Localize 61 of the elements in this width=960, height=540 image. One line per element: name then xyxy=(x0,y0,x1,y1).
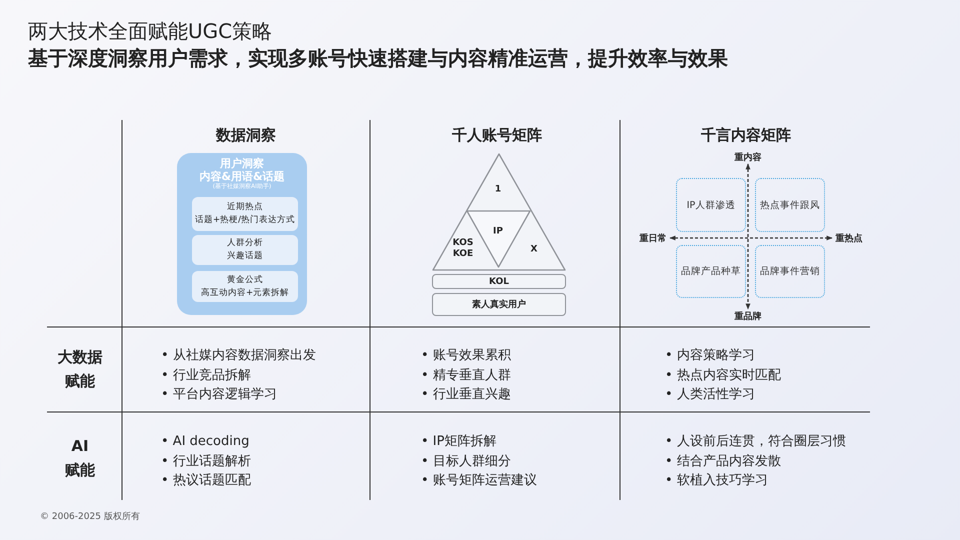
copyright-note: © 2006-2025 版权所有 xyxy=(40,510,140,523)
quadrant-box xyxy=(755,178,825,232)
insight-card xyxy=(177,153,307,315)
column-header: 千言内容矩阵 xyxy=(701,126,791,145)
bullet-item: • 行业垂直兴趣 xyxy=(421,386,511,404)
axis-arrow xyxy=(746,163,750,310)
quadrant-box xyxy=(676,245,746,298)
bullet-item: • 精专垂直人群 xyxy=(421,366,511,384)
axis-label: 重日常 xyxy=(636,231,670,245)
axis-label: 重品牌 xyxy=(731,309,765,323)
row-header: 大数据赋能 xyxy=(57,347,103,392)
quadrant-box xyxy=(676,178,746,232)
bullet-item: • 内容策略学习 xyxy=(665,347,756,365)
slide-title: 两大技术全面赋能UGC策略 xyxy=(28,18,272,45)
bullet-item: • 账号效果累积 xyxy=(421,347,511,365)
bullet-item: • 从社媒内容数据洞察出发 xyxy=(161,347,316,365)
quadrant-label: 品牌产品种草 xyxy=(680,265,742,279)
row-header: AI赋能 xyxy=(64,436,96,481)
bullet-item: • 热议话题匹配 xyxy=(161,472,251,490)
slide-subtitle: 基于深度洞察用户需求，实现多账号快速搭建与内容精准运营，提升效率与效果 xyxy=(28,45,728,72)
bullet-item: • 人设前后连贯，符合圈层习惯 xyxy=(665,433,846,451)
bullet-item: • 热点内容实时匹配 xyxy=(665,366,781,384)
quadrant-box xyxy=(755,245,825,298)
axis-label: 重内容 xyxy=(731,150,765,164)
item-detail: 话题+热梗/热门表达方式 xyxy=(195,214,295,227)
pyramid-layer xyxy=(432,293,566,316)
item-title: 黄金公式 xyxy=(227,274,263,286)
quadrant-label: 品牌事件营销 xyxy=(759,265,821,279)
bullet-item: • 目标人群细分 xyxy=(421,452,512,470)
insight-item-box xyxy=(192,271,298,302)
triangle-label: KOS KOE xyxy=(452,238,474,260)
item-detail: 兴趣话题 xyxy=(227,250,263,263)
bullet-item: • AI decoding xyxy=(161,433,250,451)
bullet-item: • 行业话题解析 xyxy=(161,452,251,470)
bullet-item: • IP矩阵拆解 xyxy=(421,433,498,451)
pyramid-layer xyxy=(432,274,566,289)
pyramid-triangle xyxy=(432,153,566,271)
triangle-label: X xyxy=(530,244,538,256)
bullet-item: • 结合产品内容发散 xyxy=(665,452,782,470)
bullet-item: • 平台内容逻辑学习 xyxy=(161,386,278,404)
column-header: 数据洞察 xyxy=(216,126,276,145)
quadrant-label: IP人群渗透 xyxy=(686,198,736,212)
item-title: 近期热点 xyxy=(227,201,263,214)
bullet-item: • 账号矩阵运营建议 xyxy=(421,472,537,490)
insight-item-box xyxy=(192,235,298,265)
bullet-item: • 行业竞品拆解 xyxy=(161,366,252,384)
triangle-label: IP xyxy=(492,226,504,238)
axis-label: 重热点 xyxy=(832,231,866,245)
bullet-item: • 人类活性学习 xyxy=(665,386,756,404)
quadrant-label: 热点事件跟风 xyxy=(759,198,821,212)
axis-arrow xyxy=(669,236,833,240)
layer-label: 素人真实用户 xyxy=(471,298,527,312)
item-detail: 高互动内容+元素拆解 xyxy=(200,286,290,300)
insight-item-box xyxy=(192,197,298,231)
item-title: 人群分析 xyxy=(227,237,263,250)
triangle-label: 1 xyxy=(494,184,502,196)
column-header: 千人账号矩阵 xyxy=(452,126,542,145)
card-heading: 内容&用语&话题 xyxy=(198,170,286,183)
card-heading: 用户洞察 xyxy=(218,157,265,170)
bullet-item: • 软植入技巧学习 xyxy=(665,472,769,490)
layer-label: KOL xyxy=(488,276,510,288)
